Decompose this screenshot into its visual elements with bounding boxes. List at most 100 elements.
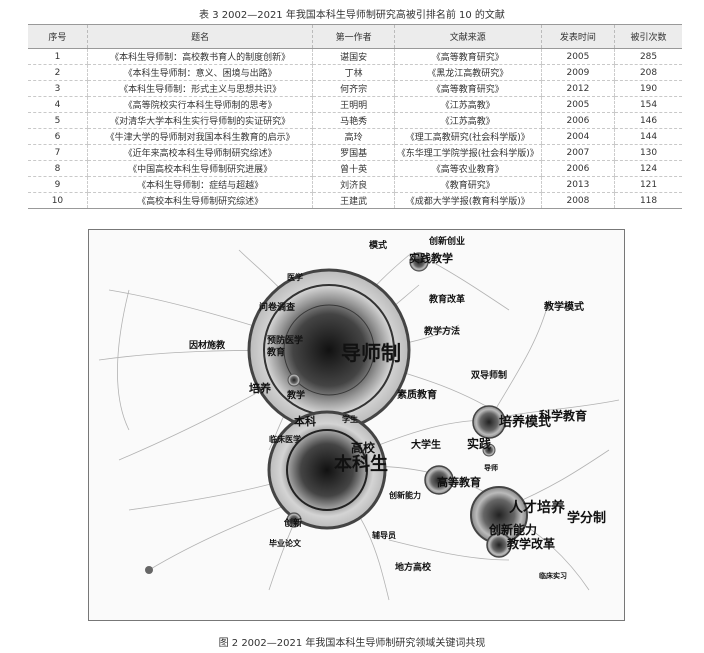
label-talent-cultivation: 人才培养 [509,499,566,516]
node-undergraduate-ring [286,429,368,511]
cell-title: 《本科生导师制：意义、困境与出路》 [86,64,313,81]
cell-index: 10 [28,192,88,209]
label-innovation-ability-a: 创新能力 [388,490,421,500]
cell-source: 《教育研究》 [393,176,542,193]
node-tutor-system-core [283,304,375,396]
cell-source: 《高等教育研究》 [393,80,542,97]
label-quality-education: 素质教育 [397,388,437,401]
label-tutor-system: 导师制 [341,341,401,365]
label-dual-tutor: 双导师制 [471,369,507,381]
cell-date: 2006 [540,160,615,177]
cell-source: 《黑龙江高教研究》 [393,64,542,81]
cell-title: 《对清华大学本科生实行导师制的实证研究》 [86,112,313,129]
node-quality-small [287,373,301,387]
cell-index: 7 [28,144,88,161]
label-credit-system: 学分制 [567,510,606,526]
label-students: 学生 [342,414,358,424]
label-teaching-mode: 教学模式 [543,300,584,313]
node-undergraduate [267,410,387,530]
cell-source: 《高等农业教育》 [393,160,542,177]
cell-author: 曾十英 [312,160,395,177]
node-higher-education [424,465,454,495]
cell-author: 马艳秀 [312,112,395,129]
cell-date: 2012 [540,80,615,97]
cell-author: 罗国基 [312,144,395,161]
cell-title: 《本科生导师制：形式主义与思想共识》 [86,80,313,97]
cell-date: 2007 [540,144,615,161]
cell-index: 2 [28,64,88,81]
cell-index: 6 [28,128,88,145]
label-thesis: 毕业论文 [269,538,302,548]
node-innovation [286,512,302,528]
label-mode: 模式 [369,239,387,251]
citation-table: 序号 题名 第一作者 文献来源 发表时间 被引次数 1《本科生导师制：高校教书育… [28,24,682,209]
cell-citations: 130 [614,144,682,161]
node-thesis [145,566,153,574]
label-clinical-practice: 临床实习 [539,571,567,580]
cell-citations: 118 [614,192,682,209]
label-innovation-entrepreneurship: 创新创业 [428,235,465,247]
cell-source: 《理工高教研究(社会科学版)》 [393,128,542,145]
node-teaching-reform [486,532,512,558]
cell-citations: 190 [614,80,682,97]
col-header-citations: 被引次数 [614,24,682,49]
cell-author: 何齐宗 [312,80,395,97]
cell-index: 3 [28,80,88,97]
cell-author: 刘济良 [312,176,395,193]
col-header-source: 文献来源 [393,24,542,49]
col-header-date: 发表时间 [540,24,615,49]
label-questionnaire: 问卷调查 [259,301,296,313]
label-innovation: 创新 [283,517,302,529]
label-higher-ed: 高校 [351,440,376,455]
table-row: 6《牛津大学的导师制对我国本科生教育的启示》高玲《理工高教研究(社会科学版)》2… [28,128,682,145]
cell-citations: 208 [614,64,682,81]
label-undergraduate: 本科生 [334,453,388,475]
keyword-network-graph: 模式 创新创业 实践教学 教育改革 教学模式 医学 问卷调查 预防医学 教学方法… [98,235,620,601]
cell-citations: 121 [614,176,682,193]
label-cultivation: 培养 [249,381,272,395]
cell-author: 丁林 [312,64,395,81]
cell-title: 《牛津大学的导师制对我国本科生教育的启示》 [86,128,313,145]
cell-date: 2013 [540,176,615,193]
label-teaching: 教学 [286,389,305,401]
label-teaching-reform: 教学改革 [506,536,555,551]
cell-date: 2009 [540,64,615,81]
cell-index: 8 [28,160,88,177]
label-innovation-ability-b: 创新能力 [488,522,537,537]
figure-caption: 图 2 2002—2021 年我国本科生导师制研究领域关键词共现 [218,638,486,649]
table-row: 7《近年来高校本科生导师制研究综述》罗国基《东华理工学院学报(社会科学版)》20… [28,144,682,161]
label-counselor: 辅导员 [372,530,396,540]
label-university-student: 大学生 [411,438,441,451]
cell-title: 《本科生导师制：高校教书育人的制度创新》 [86,48,313,65]
cell-index: 5 [28,112,88,129]
label-higher-education: 高等教育 [437,475,481,489]
node-practical-teaching [409,252,429,272]
label-preventive-medicine: 预防医学 [267,334,303,346]
cell-author: 谌国安 [312,48,395,65]
cell-source: 《江苏高教》 [393,112,542,129]
cell-source: 《高等教育研究》 [393,48,542,65]
label-cultivation-mode: 培养模式 [499,414,551,430]
cell-index: 4 [28,96,88,113]
label-education-reform: 教育改革 [428,293,465,305]
label-undergrad: 本科 [294,414,316,428]
label-tutor: 导师 [484,463,498,472]
cell-author: 王明明 [312,96,395,113]
label-teach-by-aptitude: 因材施教 [189,339,226,351]
table-header-row: 序号 题名 第一作者 文献来源 发表时间 被引次数 [28,24,682,49]
col-header-title: 题名 [86,24,313,49]
cell-source: 《江苏高教》 [393,96,542,113]
cell-author: 高玲 [312,128,395,145]
cell-citations: 146 [614,112,682,129]
label-medicine: 医学 [287,272,303,282]
cell-index: 1 [28,48,88,65]
cell-date: 2004 [540,128,615,145]
cell-title: 《高校本科生导师制研究综述》 [86,192,313,209]
cell-date: 2005 [540,96,615,113]
keyword-cooccurrence-figure: 模式 创新创业 实践教学 教育改革 教学模式 医学 问卷调查 预防医学 教学方法… [88,229,625,621]
cell-author: 王建武 [312,192,395,209]
